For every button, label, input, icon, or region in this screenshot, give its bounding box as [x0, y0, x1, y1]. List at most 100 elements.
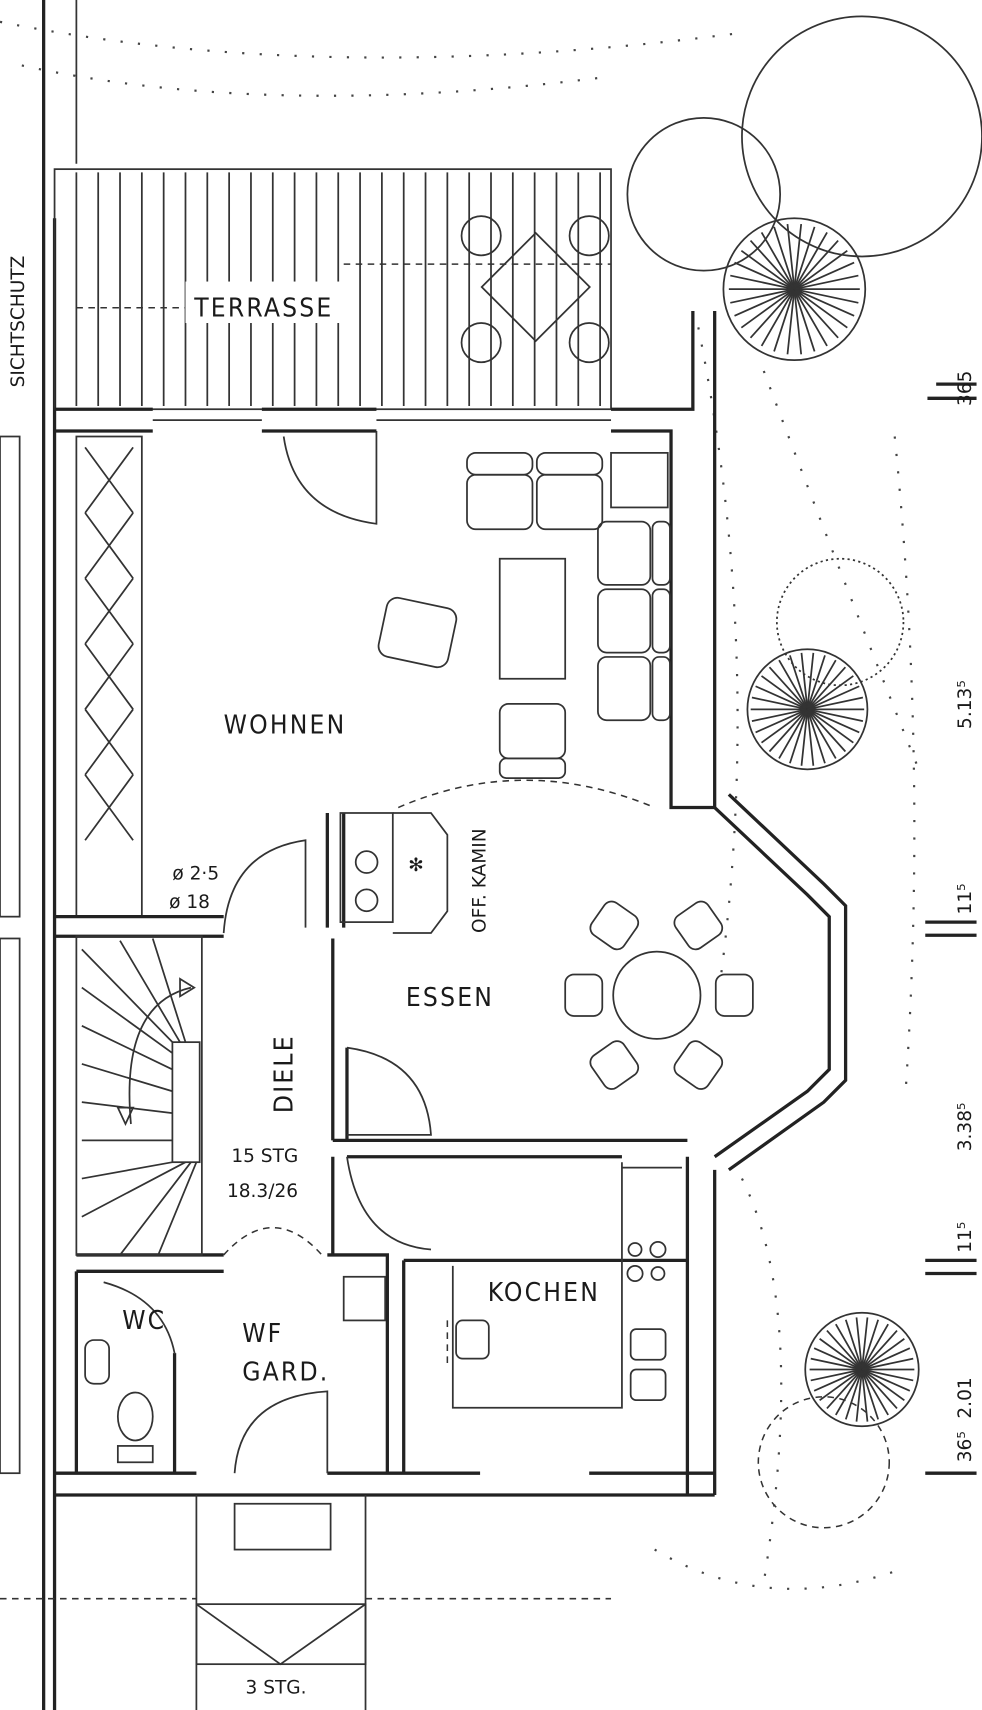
tree-spoke — [794, 274, 859, 291]
tree-spoke — [806, 709, 826, 764]
tree-spoke — [755, 708, 808, 734]
wc-fixtures — [84, 1275, 387, 1464]
tree-spoke — [760, 288, 796, 347]
tree-spoke — [730, 288, 795, 304]
tree-spoke — [793, 288, 848, 329]
tree-spoke — [793, 288, 828, 347]
tree-spoke — [806, 708, 847, 753]
svg-text:✻: ✻ — [408, 855, 424, 876]
tree-spoke — [793, 288, 839, 339]
label-terrace: TERRASSE — [193, 293, 333, 323]
tree-spoke — [793, 288, 816, 352]
tree-spoke — [773, 288, 796, 352]
label-living: WOHNEN — [224, 710, 347, 740]
tree-spoke — [861, 1368, 914, 1382]
tree-spoke — [855, 1369, 863, 1422]
dimension-6: 2.01 — [955, 1377, 976, 1418]
tree-spoke — [740, 288, 795, 329]
tree-spoke — [861, 1330, 898, 1371]
stairs-count: 15 STG — [231, 1146, 298, 1167]
tree-spoke — [813, 1368, 863, 1392]
tree-spoke — [810, 1357, 863, 1371]
stairs-ratio: 18.3/26 — [227, 1181, 298, 1202]
fireplace: ✻ — [339, 812, 449, 934]
tree-spoke — [861, 1369, 869, 1422]
tree-spoke — [786, 289, 796, 355]
tree-spoke — [806, 655, 826, 710]
tree-spoke — [806, 709, 815, 766]
tree-spoke — [861, 1323, 889, 1370]
tree-spoke — [793, 288, 855, 317]
tree-spoke — [806, 708, 854, 744]
garden-texture — [0, 20, 918, 1590]
tree-spoke — [806, 708, 837, 759]
tree-spoke — [794, 288, 859, 304]
tree-spoke — [819, 1368, 863, 1402]
tree-spoke — [807, 708, 864, 722]
tree-spoke — [861, 1368, 911, 1392]
tree-spoke — [749, 288, 795, 339]
tree-spoke — [761, 675, 808, 711]
tree-spoke — [793, 223, 803, 290]
tree-spoke — [800, 652, 809, 710]
tree-spoke — [740, 249, 795, 290]
entrance-steps: 3 STG. — [246, 1678, 307, 1699]
living-furniture — [377, 451, 671, 779]
tree-spoke — [810, 1368, 863, 1382]
label-hall: DIELE — [269, 1034, 299, 1113]
tree-spoke — [861, 1368, 905, 1402]
tree-spoke — [793, 226, 816, 290]
tree-spoke — [751, 696, 808, 711]
tree-spoke — [778, 708, 809, 759]
label-privacy-screen: SICHTSCHUTZ — [8, 256, 29, 388]
tree-spoke — [844, 1369, 863, 1420]
dimension-3: 11⁵ — [955, 883, 976, 914]
tree-spoke — [861, 1369, 889, 1416]
tree-spoke — [861, 1368, 898, 1410]
tree-spoke — [806, 652, 815, 710]
dimension-lines — [925, 382, 977, 1475]
label-cloakroom-1: WF — [242, 1319, 283, 1349]
flue-size-2: ø 18 — [169, 892, 210, 913]
dimension-2: 5.13⁵ — [955, 680, 976, 729]
tree-spoke — [734, 261, 795, 290]
tree-spoke — [807, 696, 864, 711]
tree-spoke — [806, 666, 847, 710]
tree-spoke — [835, 1369, 863, 1416]
interior-walls — [54, 431, 688, 1474]
label-kitchen: KOCHEN — [488, 1278, 600, 1308]
tree-spoke — [861, 1317, 869, 1370]
tree-spoke — [778, 659, 809, 710]
tree-spoke — [793, 239, 839, 290]
entrance — [0, 1495, 612, 1710]
tree-spoke — [755, 685, 808, 711]
tree-spoke — [789, 709, 809, 764]
staircase — [75, 935, 203, 1256]
tree-spoke — [844, 1319, 863, 1370]
tree-spoke — [789, 655, 809, 710]
tree-spoke — [773, 226, 796, 290]
flue-size-1: ø 2·5 — [172, 864, 219, 885]
tree-spoke — [768, 708, 809, 753]
tree-spoke — [786, 223, 796, 290]
label-dining: ESSEN — [406, 983, 494, 1013]
tree-spoke — [807, 685, 860, 711]
tree-spoke — [751, 708, 808, 722]
tree-spoke — [793, 261, 855, 290]
dimension-1: 365 — [955, 371, 976, 406]
tree-spoke — [855, 1317, 863, 1370]
tree-spoke — [861, 1347, 911, 1371]
terrace — [53, 168, 612, 411]
label-fireplace: OFF. KAMIN — [470, 828, 491, 933]
trees — [626, 15, 982, 1529]
label-cloakroom-2: GARD. — [242, 1357, 329, 1387]
tree-spoke — [730, 274, 795, 291]
tree-spoke — [861, 1319, 879, 1370]
tree-spoke — [761, 708, 808, 744]
dimension-4: 3.38⁵ — [955, 1103, 976, 1152]
tree-spoke — [819, 1338, 863, 1371]
dining-table — [564, 900, 754, 1090]
tree-spoke — [813, 1347, 863, 1371]
dimension-7: 36⁵ — [955, 1431, 976, 1462]
